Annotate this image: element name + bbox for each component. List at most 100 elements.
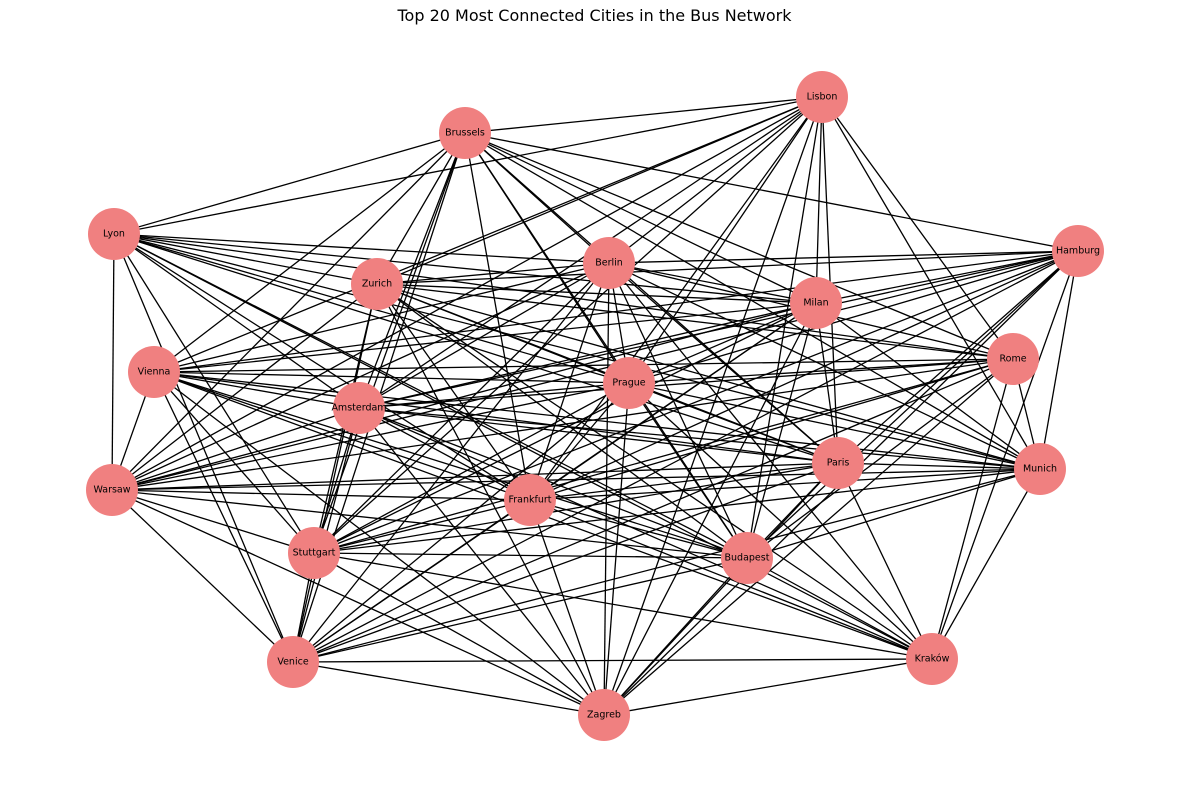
- edge-amsterdam-frankfurt: [358, 407, 531, 501]
- node-circle: [603, 357, 655, 409]
- edge-munich-budapest: [746, 468, 1041, 559]
- edge-lyon-berlin: [113, 233, 610, 264]
- edge-lyon-budapest: [113, 233, 748, 559]
- node-circle: [906, 633, 958, 685]
- node-circle: [1052, 225, 1104, 277]
- node-stuttgart: Stuttgart: [288, 527, 340, 579]
- node-label: Stuttgart: [293, 548, 336, 559]
- edge-milan-vienna: [153, 302, 817, 373]
- edge-hamburg-krakow: [931, 250, 1079, 660]
- node-krakow: Kraków: [906, 633, 958, 685]
- edge-lyon-zurich: [113, 233, 378, 285]
- edge-vienna-stuttgart: [153, 371, 315, 554]
- node-frankfurt: Frankfurt: [504, 474, 556, 526]
- edge-prague-amsterdam: [358, 382, 630, 409]
- edge-brussels-zurich: [376, 132, 466, 285]
- edge-vienna-budapest: [153, 371, 748, 559]
- node-circle: [351, 258, 403, 310]
- node-venice: Venice: [267, 636, 319, 688]
- edge-stuttgart-krakow: [313, 552, 933, 660]
- edge-milan-budapest: [746, 302, 817, 559]
- node-circle: [1014, 443, 1066, 495]
- node-berlin: Berlin: [583, 237, 635, 289]
- edge-munich-frankfurt: [529, 468, 1041, 501]
- edge-krakow-zagreb: [603, 658, 933, 716]
- edge-berlin-zagreb: [603, 262, 610, 716]
- edge-brussels-warsaw: [111, 132, 466, 491]
- edge-lisbon-rome: [821, 96, 1014, 360]
- edge-vienna-prague: [153, 371, 630, 384]
- edge-frankfurt-krakow: [529, 499, 933, 660]
- edge-rome-amsterdam: [358, 358, 1014, 409]
- node-circle: [504, 474, 556, 526]
- edge-rome-frankfurt: [529, 358, 1014, 501]
- edge-rome-warsaw: [111, 358, 1014, 491]
- edge-hamburg-vienna: [153, 250, 1079, 373]
- node-label: Kraków: [915, 654, 950, 665]
- edge-rome-prague: [628, 358, 1014, 384]
- node-prague: Prague: [603, 357, 655, 409]
- edge-frankfurt-zagreb: [529, 499, 605, 716]
- edge-zurich-budapest: [376, 283, 748, 559]
- edge-prague-krakow: [628, 382, 933, 660]
- edge-vienna-amsterdam: [153, 371, 360, 409]
- edge-frankfurt-budapest: [529, 499, 748, 559]
- edge-budapest-zagreb: [603, 557, 748, 716]
- edge-warsaw-frankfurt: [111, 489, 531, 501]
- edge-prague-budapest: [628, 382, 748, 559]
- edge-lisbon-stuttgart: [313, 96, 823, 554]
- node-label: Lisbon: [807, 92, 838, 103]
- node-rome: Rome: [987, 333, 1039, 385]
- edge-amsterdam-munich: [358, 407, 1041, 470]
- edge-paris-frankfurt: [529, 462, 839, 501]
- edge-berlin-budapest: [608, 262, 748, 559]
- node-label: Paris: [827, 458, 850, 469]
- edge-stuttgart-zagreb: [313, 552, 605, 716]
- node-label: Milan: [803, 298, 828, 309]
- edge-munich-krakow: [931, 468, 1041, 660]
- node-label: Budapest: [725, 553, 770, 564]
- edge-lisbon-berlin: [608, 96, 823, 264]
- node-label: Zagreb: [587, 710, 621, 721]
- node-vienna: Vienna: [128, 346, 180, 398]
- edge-prague-venice: [292, 382, 630, 663]
- edge-zurich-rome: [376, 283, 1014, 360]
- edge-hamburg-frankfurt: [529, 250, 1079, 501]
- edge-berlin-stuttgart: [313, 262, 610, 554]
- edge-prague-paris: [628, 382, 839, 464]
- edge-lisbon-brussels: [464, 96, 823, 134]
- edge-budapest-krakow: [746, 557, 933, 660]
- edge-brussels-hamburg: [464, 132, 1079, 252]
- edge-amsterdam-budapest: [358, 407, 748, 559]
- edge-milan-warsaw: [111, 302, 817, 491]
- node-hamburg: Hamburg: [1052, 225, 1104, 277]
- edge-rome-krakow: [931, 358, 1014, 660]
- edge-budapest-venice: [292, 557, 748, 663]
- edge-brussels-munich: [464, 132, 1041, 470]
- edge-lyon-amsterdam: [113, 233, 360, 409]
- node-lisbon: Lisbon: [796, 71, 848, 123]
- node-label: Zurich: [362, 279, 392, 290]
- edge-milan-munich: [815, 302, 1041, 470]
- edge-hamburg-venice: [292, 250, 1079, 663]
- edge-zurich-venice: [292, 283, 378, 663]
- edge-hamburg-prague: [628, 250, 1079, 384]
- edge-brussels-amsterdam: [358, 132, 466, 409]
- edge-hamburg-stuttgart: [313, 250, 1079, 554]
- edge-stuttgart-budapest: [313, 552, 748, 559]
- edge-brussels-lyon: [113, 132, 466, 235]
- edge-milan-zagreb: [603, 302, 817, 716]
- edge-milan-amsterdam: [358, 302, 817, 409]
- edge-vienna-rome: [153, 358, 1014, 373]
- edge-milan-prague: [628, 302, 817, 384]
- node-label: Vienna: [138, 367, 171, 378]
- node-label: Frankfurt: [508, 495, 551, 506]
- edge-vienna-zagreb: [153, 371, 605, 716]
- edge-hamburg-budapest: [746, 250, 1079, 559]
- edge-vienna-venice: [153, 371, 294, 663]
- edge-berlin-vienna: [153, 262, 610, 373]
- edge-zurich-krakow: [376, 283, 933, 660]
- edges-layer: [111, 96, 1079, 716]
- node-label: Warsaw: [93, 485, 130, 496]
